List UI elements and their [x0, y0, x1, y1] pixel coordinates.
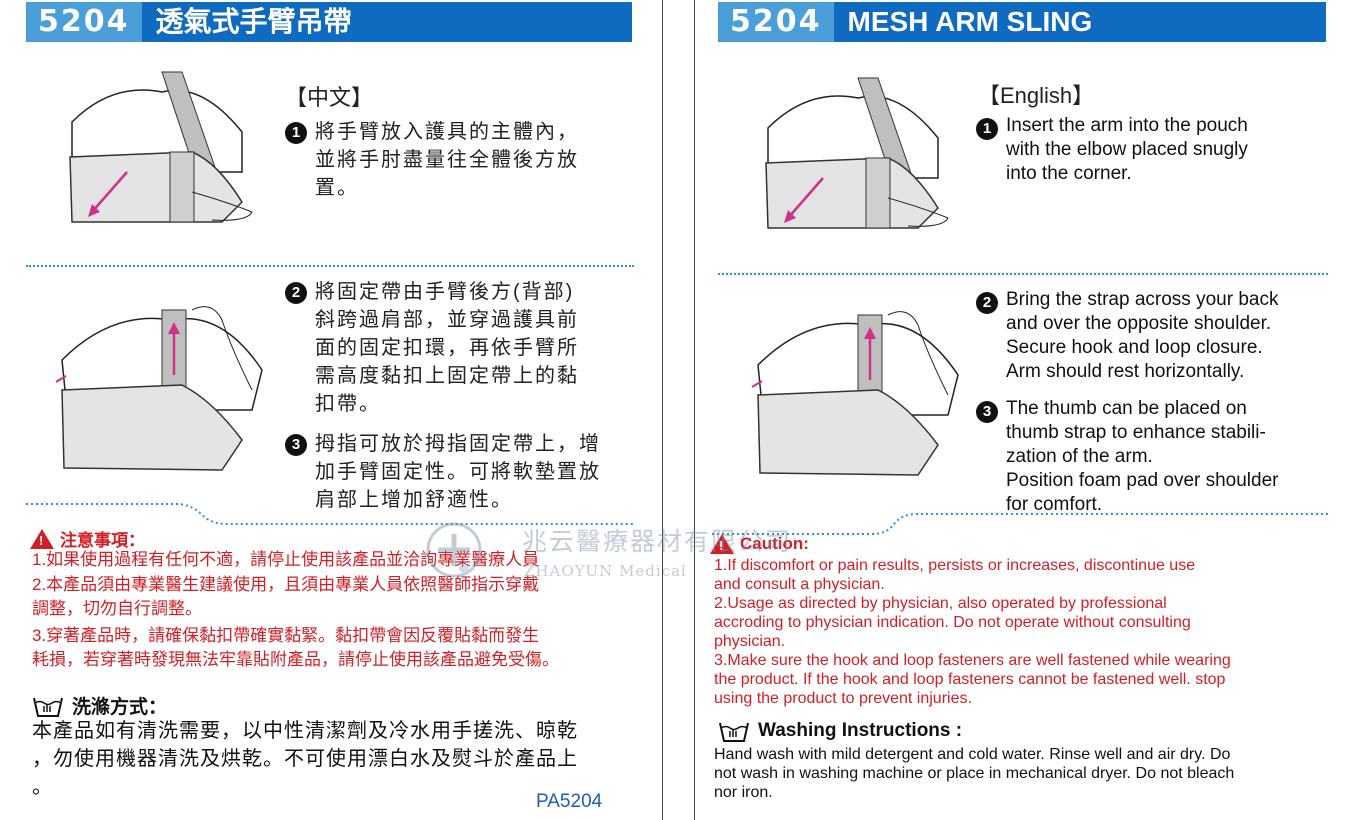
en-warning-heading: ! Caution: [710, 534, 809, 554]
divider-line-right [694, 0, 695, 820]
step-number-icon: 1 [976, 118, 998, 140]
zh-wash-heading: 洗滌方式： [32, 692, 167, 719]
en-wash-title: Washing Instructions : [758, 720, 963, 741]
en-wash-text: Hand wash with mild detergent and cold w… [714, 746, 1235, 801]
zh-language-label: 【中文】 [285, 85, 374, 110]
zh-step-3-text: 拇指可放於拇指固定帶上，增 加手臂固定性。可將軟墊置放 肩部上增加舒適性。 [315, 433, 601, 511]
step-number-icon: 2 [285, 282, 307, 304]
product-code-footer: PA5204 [536, 791, 603, 812]
zh-step-1-text: 將手臂放入護具的主體內， 並將手肘盡量往全體後方放 置。 [315, 121, 579, 199]
step-number-icon: 3 [285, 434, 307, 456]
zh-wash-text: 本產品如有清洗需要，以中性清潔劑及冷水用手搓洗、晾乾 ，勿使用機器清洗及烘乾。不… [32, 720, 578, 798]
en-header-bar: 5204 MESH ARM SLING [718, 2, 1326, 42]
zh-warning-heading: ! 注意事項： [30, 526, 145, 551]
zh-product-code-header: 5204 [26, 2, 142, 42]
illustration-step-2-en [748, 295, 968, 500]
divider-line-left [662, 0, 663, 820]
zh-header-bar: 5204 透氣式手臂吊帶 [26, 2, 632, 42]
en-step-3: 3 The thumb can be placed on thumb strap… [976, 397, 1279, 517]
en-divider-2 [712, 513, 1330, 535]
chinese-panel: 5204 透氣式手臂吊帶 【中文】 1 將手臂放入護具的主體內， 並將手肘盡量往… [0, 0, 660, 820]
en-step-3-text: The thumb can be placed on thumb strap t… [1006, 398, 1279, 515]
zh-step-1: 1 將手臂放入護具的主體內， 並將手肘盡量往全體後方放 置。 [285, 118, 579, 202]
zh-step-2: 2 將固定帶由手臂後方(背部) 斜跨過肩部，並穿過護具前 面的固定扣環，再依手臂… [285, 278, 579, 418]
en-warning-2: 2.Usage as directed by physician, also o… [714, 595, 1191, 650]
zh-warning-title: 注意事項： [60, 531, 145, 550]
en-step-1: 1 Insert the arm into the pouch with the… [976, 114, 1248, 186]
zh-step-3: 3 拇指可放於拇指固定帶上，增 加手臂固定性。可將軟墊置放 肩部上增加舒適性。 [285, 430, 601, 514]
wash-basin-icon [33, 697, 63, 717]
zh-warning-1: 1.如果使用過程有任何不適，請停止使用該產品並洽詢專業醫療人員 [32, 550, 540, 569]
illustration-step-1-en [748, 68, 958, 264]
en-step-2-text: Bring the strap across your back and ove… [1006, 289, 1279, 382]
warning-icon: ! [30, 528, 54, 549]
zh-warning-2: 2.本產品須由專業醫生建議使用，且須由專業人員依照醫師指示穿戴 調整，切勿自行調… [32, 575, 540, 618]
zh-divider-1 [26, 265, 634, 267]
zh-wash-title: 洗滌方式： [72, 697, 168, 718]
zh-product-title: 透氣式手臂吊帶 [141, 2, 632, 42]
en-divider-1 [718, 273, 1328, 275]
en-step-1-text: Insert the arm into the pouch with the e… [1006, 115, 1248, 184]
step-number-icon: 3 [976, 401, 998, 423]
en-warning-title: Caution: [740, 534, 809, 553]
zh-step-2-text: 將固定帶由手臂後方(背部) 斜跨過肩部，並穿過護具前 面的固定扣環，再依手臂所 … [315, 281, 579, 415]
warning-icon: ! [710, 534, 734, 554]
en-product-code-header: 5204 [718, 2, 834, 42]
zh-warning-3: 3.穿著產品時，請確保黏扣帶確實黏緊。黏扣帶會因反覆貼黏而發生 耗損，若穿著時發… [32, 626, 559, 669]
en-wash-heading: Washing Instructions : [718, 719, 962, 743]
illustration-step-1 [52, 62, 262, 258]
illustration-step-2 [52, 290, 272, 495]
en-warning-1: 1.If discomfort or pain results, persist… [714, 557, 1196, 593]
wash-basin-icon [719, 722, 749, 742]
en-language-label: 【English】 [978, 83, 1095, 108]
step-number-icon: 1 [285, 122, 307, 144]
en-product-title: MESH ARM SLING [833, 2, 1326, 42]
en-warning-3: 3.Make sure the hook and loop fasteners … [714, 652, 1231, 707]
step-number-icon: 2 [976, 292, 998, 314]
english-panel: 5204 MESH ARM SLING 【English】 1 Insert t… [696, 0, 1350, 820]
zh-divider-2 [26, 503, 634, 525]
en-step-2: 2 Bring the strap across your back and o… [976, 288, 1278, 384]
